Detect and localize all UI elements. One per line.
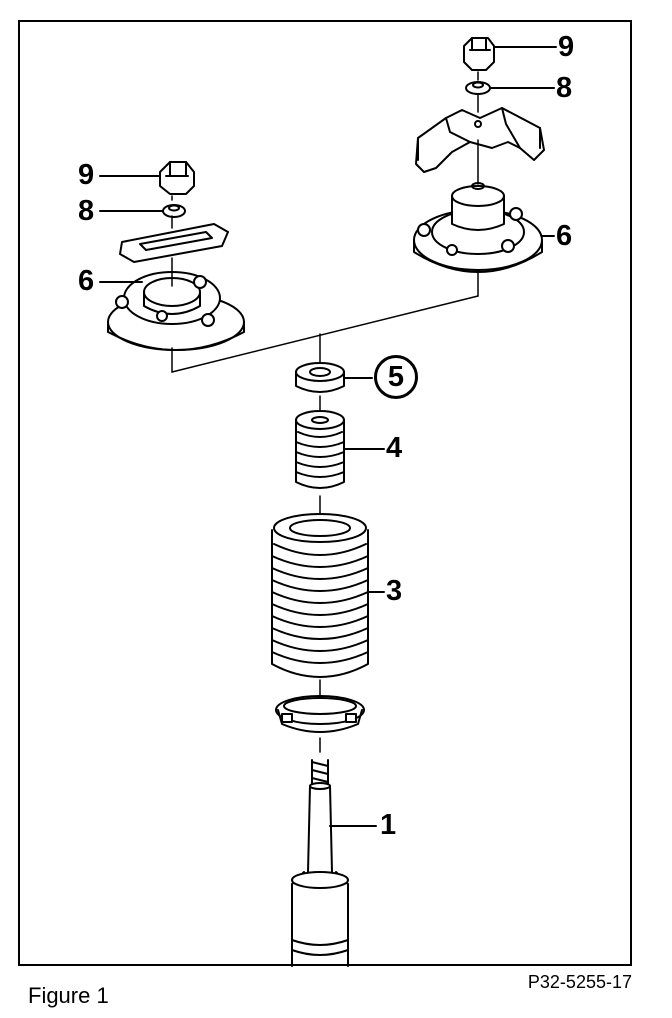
callout-6-left: 6	[78, 265, 95, 297]
callout-4: 4	[386, 432, 403, 464]
callout-8-left: 8	[78, 195, 95, 227]
bump-stop-4	[295, 410, 345, 489]
callout-5-circled: 5	[374, 355, 418, 399]
diagram-frame	[18, 20, 632, 966]
clamp-ring	[275, 695, 365, 733]
right-washer-8	[465, 81, 491, 95]
left-washer-8	[162, 204, 186, 218]
callout-5-label: 5	[387, 360, 405, 393]
drawing-code: P32-5255-17	[527, 972, 632, 992]
figure-caption: Figure 1	[28, 983, 109, 1008]
dust-boot-3	[271, 513, 369, 678]
callout-9-right: 9	[558, 31, 575, 63]
right-bracket	[415, 107, 545, 173]
callout-8-right: 8	[556, 72, 573, 104]
mount-connector-lines	[171, 269, 479, 373]
right-strut-mount-6	[413, 182, 543, 273]
left-plate	[119, 223, 229, 263]
right-nut-9	[463, 37, 495, 71]
left-nut-9	[159, 161, 195, 195]
leader-lines	[99, 46, 557, 827]
callout-9-left: 9	[78, 159, 95, 191]
strut-1	[291, 759, 349, 967]
bump-stop-cup-5	[295, 362, 345, 393]
callout-3: 3	[386, 575, 403, 607]
callout-6-right: 6	[556, 220, 573, 252]
left-strut-mount-6	[107, 271, 245, 351]
callout-1: 1	[380, 809, 397, 841]
